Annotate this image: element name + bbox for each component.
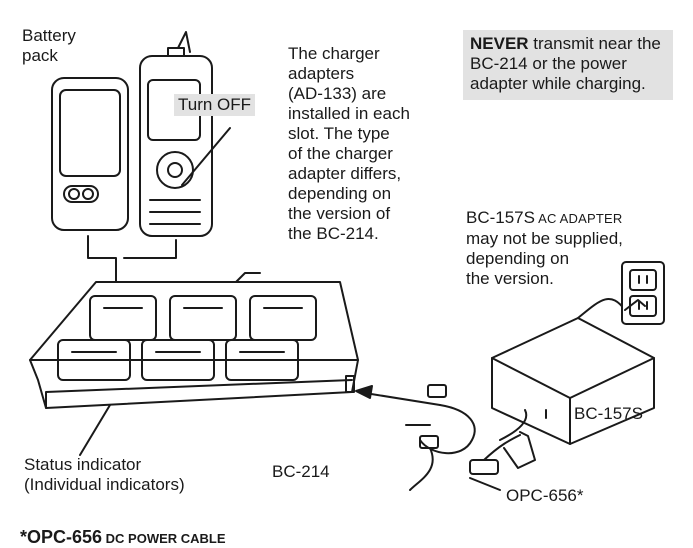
note-line: depending on (288, 184, 410, 204)
battery-pack-label-line2: pack (22, 46, 76, 66)
ac-note-line: the version. (466, 269, 623, 289)
battery-pack-illustration (52, 78, 128, 230)
charger-adapter-note: The charger adapters (AD-133) are instal… (288, 44, 410, 244)
ac-adapter-title: BC-157S AC ADAPTER (466, 208, 623, 229)
wall-outlet (622, 262, 664, 324)
transceiver-illustration (140, 32, 212, 236)
opc-656-label: OPC-656* (506, 486, 583, 506)
ac-note-line: depending on (466, 249, 623, 269)
bc-214-multi-charger (30, 282, 358, 408)
note-line: of the charger (288, 144, 410, 164)
note-line: The charger (288, 44, 410, 64)
warning-bold-text: NEVER (470, 34, 529, 53)
note-line: slot. The type (288, 124, 410, 144)
note-line: (AD-133) are (288, 84, 410, 104)
ac-adapter-note: BC-157S AC ADAPTER may not be supplied, … (466, 208, 623, 289)
ac-adapter-model: BC-157S (466, 208, 535, 227)
status-indicator-label: Status indicator (Individual indicators) (24, 455, 185, 495)
battery-pack-label: Battery pack (22, 26, 76, 66)
note-line: the version of (288, 204, 410, 224)
bc-157s-label: BC-157S (574, 404, 643, 424)
bc-214-label: BC-214 (272, 462, 330, 482)
turn-off-label: Turn OFF (174, 94, 255, 116)
warning-box: NEVER transmit near the BC-214 or the po… (463, 30, 673, 100)
battery-connector-line (88, 236, 116, 288)
ac-note-line: may not be supplied, (466, 229, 623, 249)
status-indicator-line2: (Individual indicators) (24, 475, 185, 495)
radio-connector-line (124, 240, 176, 258)
status-indicator-line1: Status indicator (24, 455, 185, 475)
note-line: adapters (288, 64, 410, 84)
footer-note: *OPC-656 DC POWER CABLE (20, 527, 226, 548)
cable-leader (470, 478, 500, 490)
note-line: installed in each (288, 104, 410, 124)
note-line: adapter differs, (288, 164, 410, 184)
footer-model: *OPC-656 (20, 527, 102, 547)
footer-type: DC POWER CABLE (102, 531, 226, 546)
ac-adapter-type: AC ADAPTER (535, 211, 622, 226)
opc-656-cable (410, 385, 526, 490)
note-line: the BC-214. (288, 224, 410, 244)
battery-pack-label-line1: Battery (22, 26, 76, 46)
